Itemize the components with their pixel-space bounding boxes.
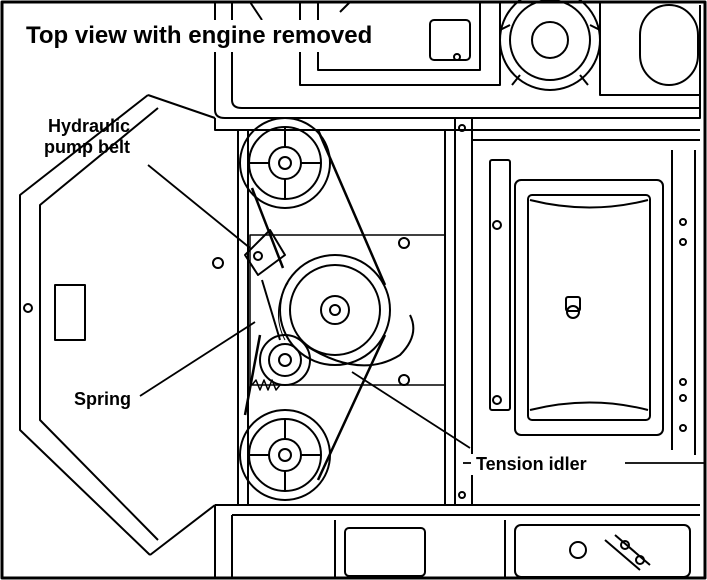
spring-leader-line bbox=[139, 321, 256, 397]
leader-lines bbox=[139, 164, 705, 464]
tension-idler-callout: Tension idler bbox=[471, 454, 592, 475]
figure-title: Top view with engine removed bbox=[20, 20, 379, 52]
spring-callout: Spring bbox=[74, 389, 131, 409]
hydraulic-tank bbox=[514, 150, 696, 455]
tension-idler-pulley bbox=[259, 314, 415, 386]
belt-leader-line bbox=[147, 164, 251, 249]
bottom-frame-rail bbox=[214, 504, 700, 578]
lower-pump-pulley bbox=[239, 409, 331, 501]
engine-drive-pulley bbox=[278, 254, 391, 366]
drive-belt bbox=[243, 129, 387, 481]
idler-leader-line bbox=[351, 371, 471, 449]
idler-spring bbox=[251, 379, 281, 391]
right-crossmember bbox=[454, 117, 700, 505]
left-platform bbox=[19, 94, 224, 556]
fuel-cap bbox=[499, 0, 601, 91]
engine-mount-wall bbox=[237, 130, 446, 505]
hydraulic-pump-belt-callout: Hydraulic pump belt bbox=[44, 116, 130, 157]
idler-bracket bbox=[244, 229, 286, 341]
upper-pump-pulley bbox=[239, 117, 331, 209]
